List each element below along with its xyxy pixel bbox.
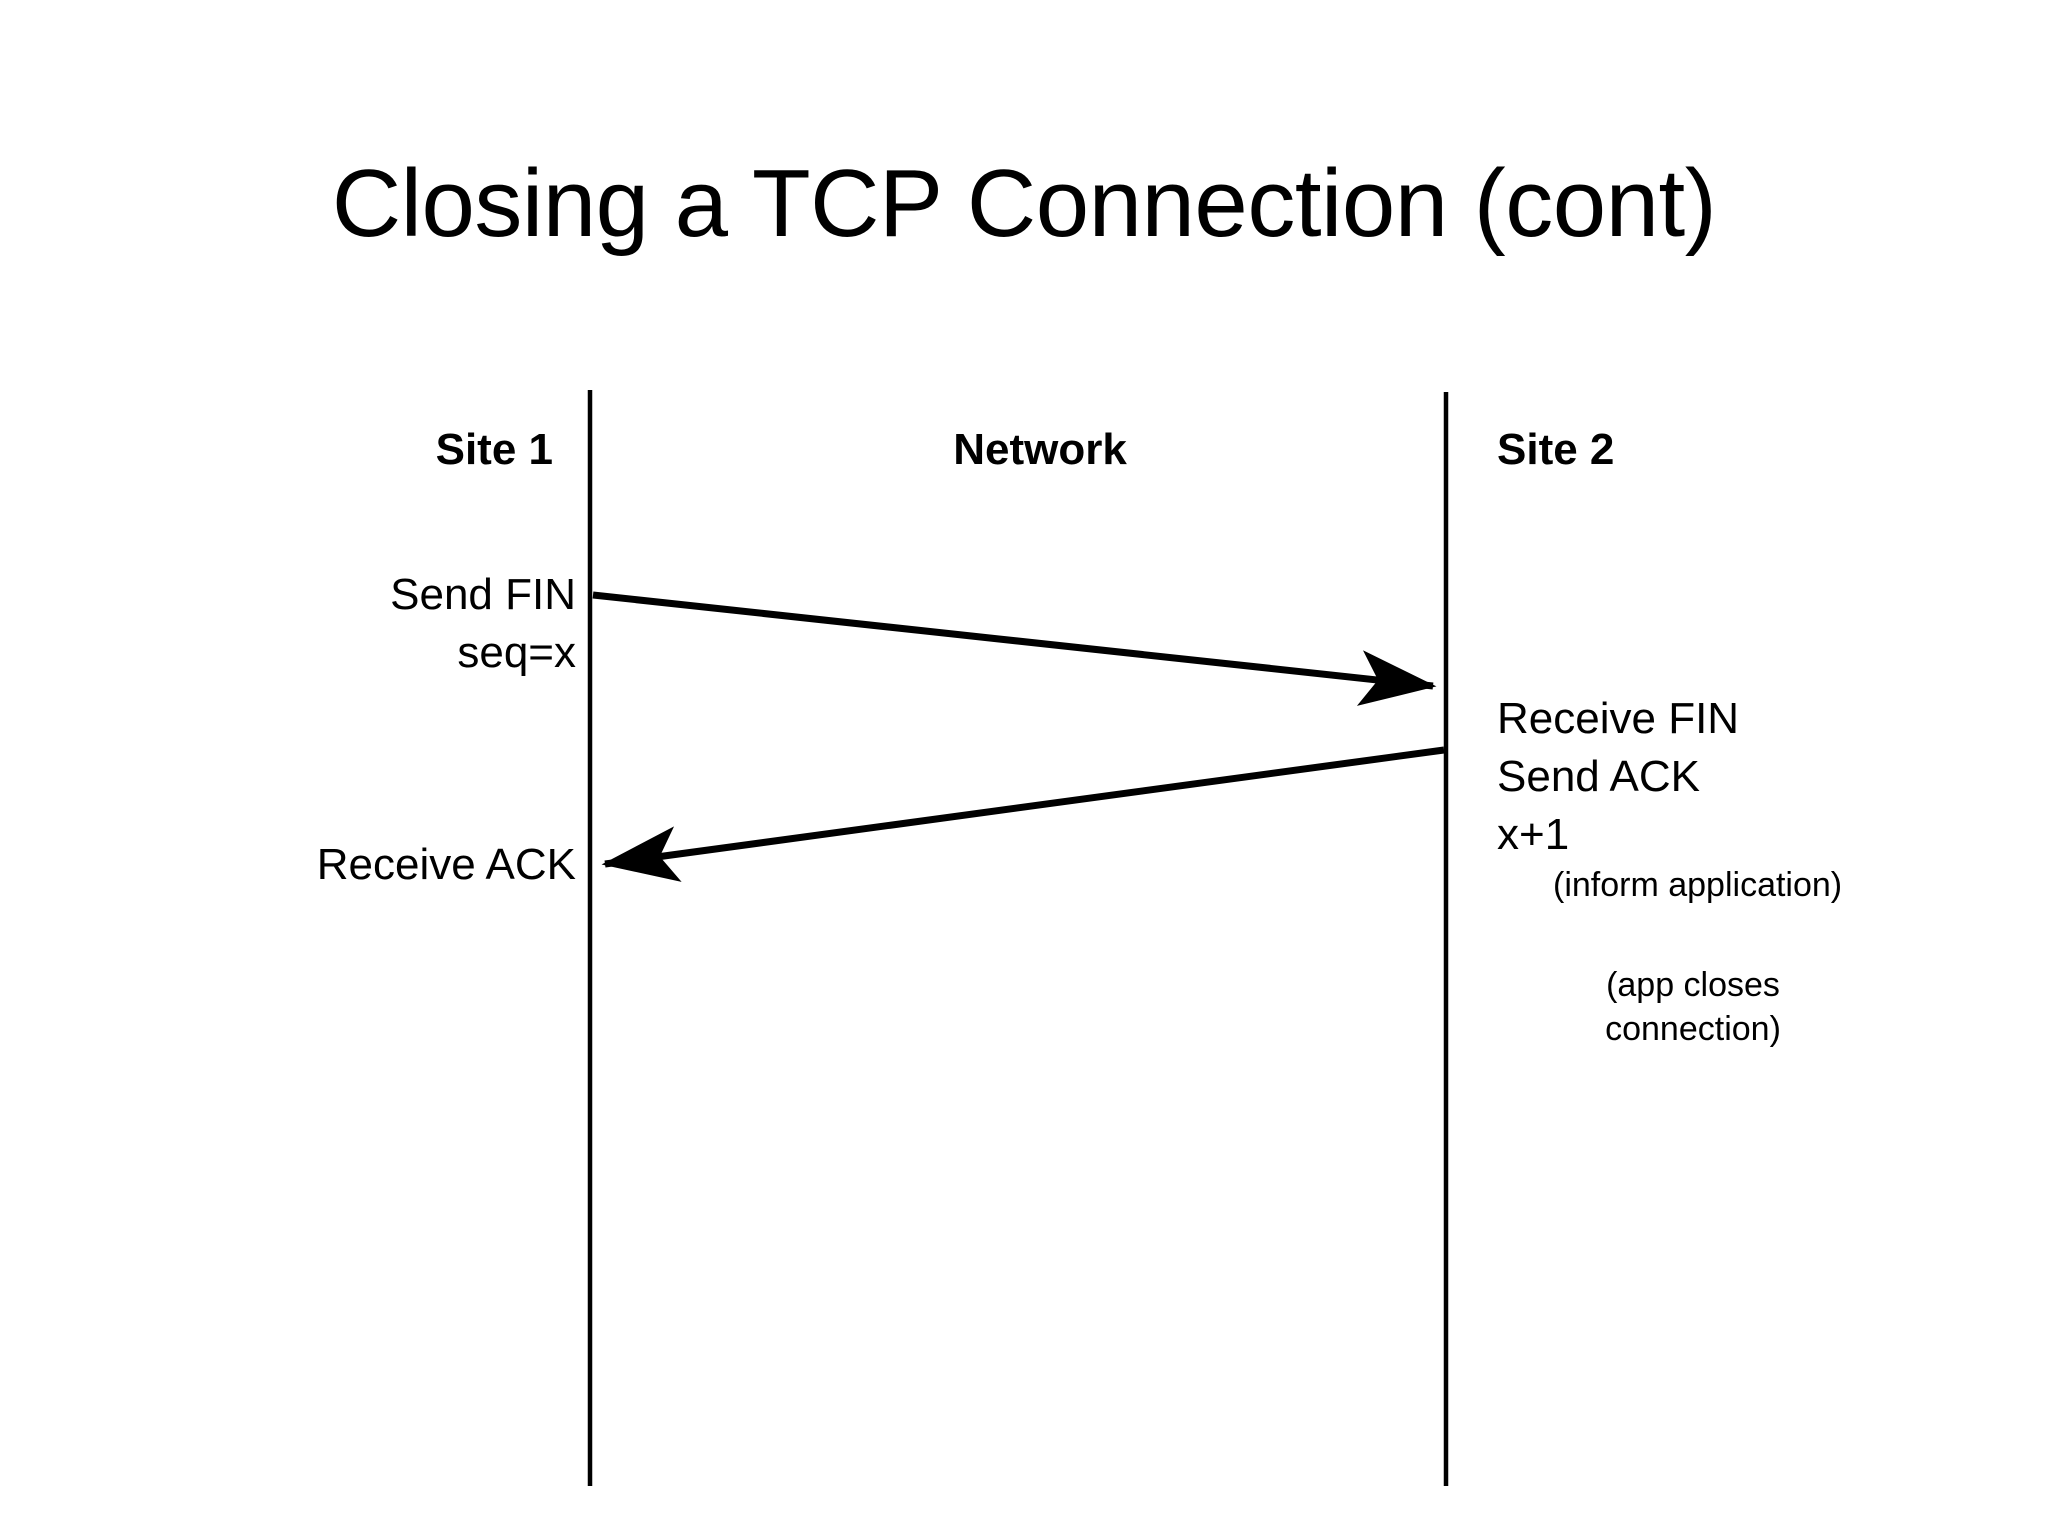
note-app-closes-connection: (app closes connection) bbox=[1605, 966, 1781, 1049]
label-site2-events: Receive FIN Send ACK x+1 bbox=[1497, 694, 1740, 860]
column-header-network: Network bbox=[953, 425, 1127, 474]
message-arrow-ack bbox=[601, 746, 1445, 882]
column-header-site2: Site 2 bbox=[1497, 425, 1615, 474]
label-send-fin: Send FIN seq=x bbox=[390, 570, 576, 678]
label-receive-ack: Receive ACK bbox=[316, 840, 576, 889]
column-header-site1: Site 1 bbox=[435, 425, 553, 474]
note-inform-application: (inform application) bbox=[1553, 866, 1843, 904]
page-title: Closing a TCP Connection (cont) bbox=[331, 150, 1717, 257]
message-arrow-fin bbox=[592, 591, 1437, 706]
